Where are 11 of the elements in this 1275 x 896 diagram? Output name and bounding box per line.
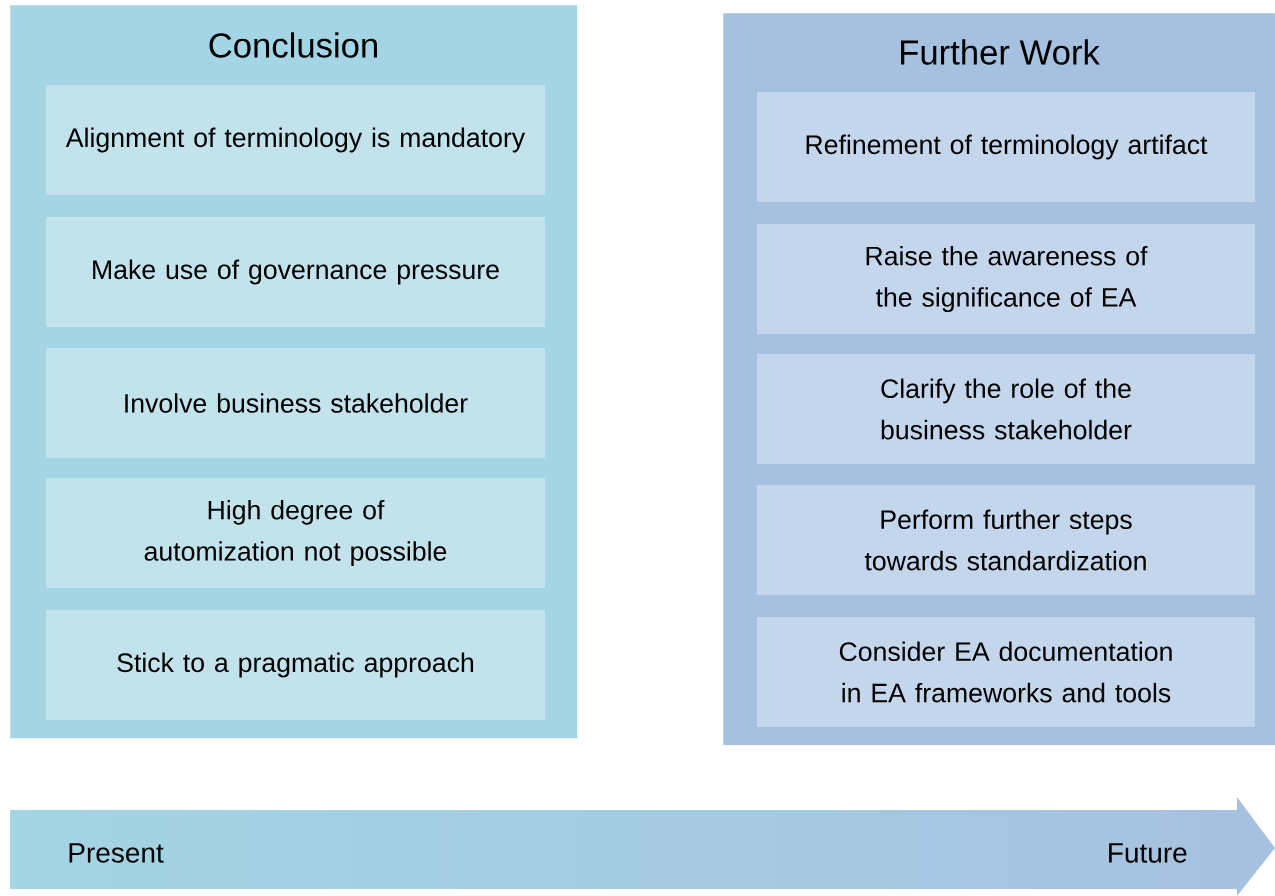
text-box: Involve business stakeholder (46, 348, 545, 458)
text-box: Stick to a pragmatic approach (46, 610, 545, 720)
text-box: Consider EA documentation in EA frameworks and tools (757, 617, 1255, 727)
timeline-arrow: Present Future (69, 843, 1187, 863)
text-box: Alignment of terminology is mandatory (46, 85, 545, 195)
text-box: Raise the awareness of the significance of EA (757, 224, 1255, 334)
text-box: Make use of governance pressure (46, 217, 545, 327)
text-box: Refinement of terminology artifact (757, 92, 1255, 202)
text-box: High degree of automization not possible (46, 478, 545, 588)
text-box: Perform further steps towards standardization (757, 485, 1255, 595)
text-box: Clarify the role of the business stakeholder (757, 354, 1255, 464)
